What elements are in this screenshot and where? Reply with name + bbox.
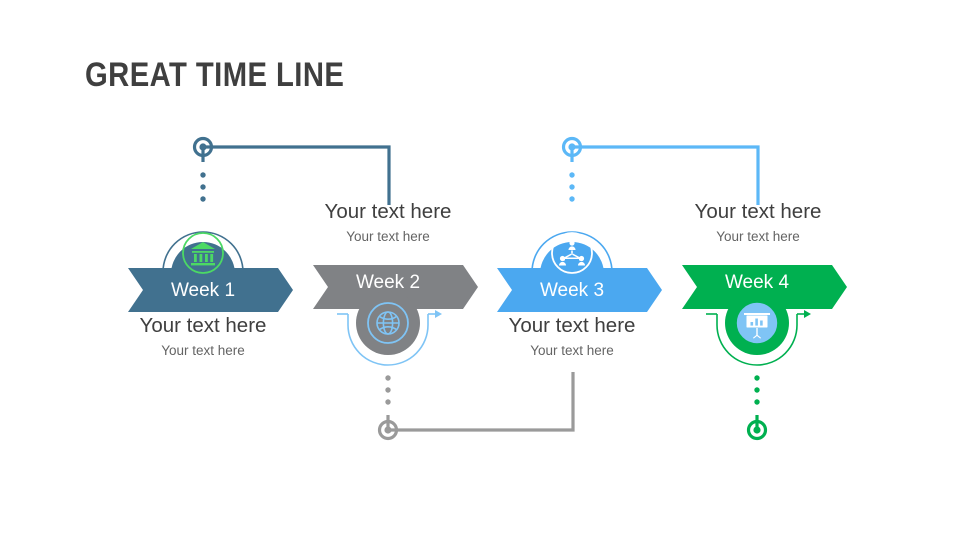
text-subtext-week-1: Your text here [161, 342, 245, 358]
icon-ring-week-2 [367, 302, 409, 344]
text-block-week-3: Your text here Your text here [457, 314, 687, 359]
connector-dot [200, 196, 206, 202]
connector-node-dot-week-4 [753, 426, 761, 434]
text-block-week-1: Your text here Your text here [88, 314, 318, 359]
step-week-1[interactable] [128, 231, 293, 312]
step-week-3[interactable] [497, 231, 662, 312]
text-heading-week-3: Your text here [508, 314, 636, 337]
connector-line-week-1 [203, 145, 391, 205]
team-org-icon [558, 240, 586, 266]
text-heading-week-4: Your text here [694, 200, 822, 223]
connector-line-week-2 [388, 372, 575, 432]
arc-week-2 [347, 314, 429, 366]
ribbon-label-week-4: Week 4 [724, 272, 790, 293]
ribbon-week-1[interactable] [128, 268, 293, 312]
connector-node-ring-week-1 [192, 136, 214, 158]
connector-node-dot-week-2 [384, 426, 392, 434]
globe-icon [376, 311, 400, 335]
presentation-chart-bars [750, 318, 763, 326]
page-title: GREAT TIME LINE [85, 56, 345, 94]
text-subtext-week-4: Your text here [716, 228, 800, 244]
connector-week-2 [377, 372, 575, 441]
ribbon-week-3[interactable] [497, 268, 662, 312]
connector-node-ring-week-3 [561, 136, 583, 158]
connector-week-1 [192, 136, 391, 205]
connector-dot [569, 172, 575, 178]
step-week-4[interactable] [682, 265, 847, 366]
text-block-week-2: Your text here Your text here [273, 200, 503, 245]
connector-dot [754, 387, 760, 393]
connector-dot [385, 375, 391, 381]
connector-week-4 [746, 375, 768, 441]
step-week-2[interactable] [313, 265, 478, 366]
connector-dot [200, 172, 206, 178]
text-heading-week-1: Your text here [139, 314, 267, 337]
bank-icon [191, 242, 215, 266]
ribbon-label-week-1: Week 1 [170, 280, 236, 301]
connector-dot [385, 387, 391, 393]
connector-dot [385, 399, 391, 405]
connector-dot [754, 399, 760, 405]
connector-week-3 [561, 136, 760, 205]
ribbon-label-week-2: Week 2 [355, 272, 421, 293]
connector-dot [200, 184, 206, 190]
arc-week-4 [716, 314, 798, 366]
arc-arrowhead-week-2 [435, 310, 442, 318]
connector-node-dot-week-1 [199, 143, 207, 151]
ribbon-week-4[interactable] [682, 265, 847, 309]
text-subtext-week-2: Your text here [346, 228, 430, 244]
connector-line-week-3 [572, 145, 760, 205]
arc-week-1 [162, 231, 244, 283]
text-block-week-4: Your text here Your text here [643, 200, 873, 245]
connector-dot [754, 375, 760, 381]
connector-node-dot-week-3 [568, 143, 576, 151]
icon-ring-week-1 [182, 232, 224, 274]
connector-dot [569, 184, 575, 190]
connector-dot [569, 196, 575, 202]
ribbon-week-2[interactable] [313, 265, 478, 309]
arc-week-3 [531, 231, 613, 283]
text-subtext-week-3: Your text here [530, 342, 614, 358]
arc-arrowhead-week-4 [804, 310, 811, 318]
icon-ring-week-4 [735, 301, 779, 345]
ribbon-label-week-3: Week 3 [539, 280, 605, 301]
connector-node-ring-week-4 [746, 419, 768, 441]
connector-node-ring-week-2 [377, 419, 399, 441]
icon-ring-week-3 [551, 232, 593, 274]
text-heading-week-2: Your text here [324, 200, 452, 223]
